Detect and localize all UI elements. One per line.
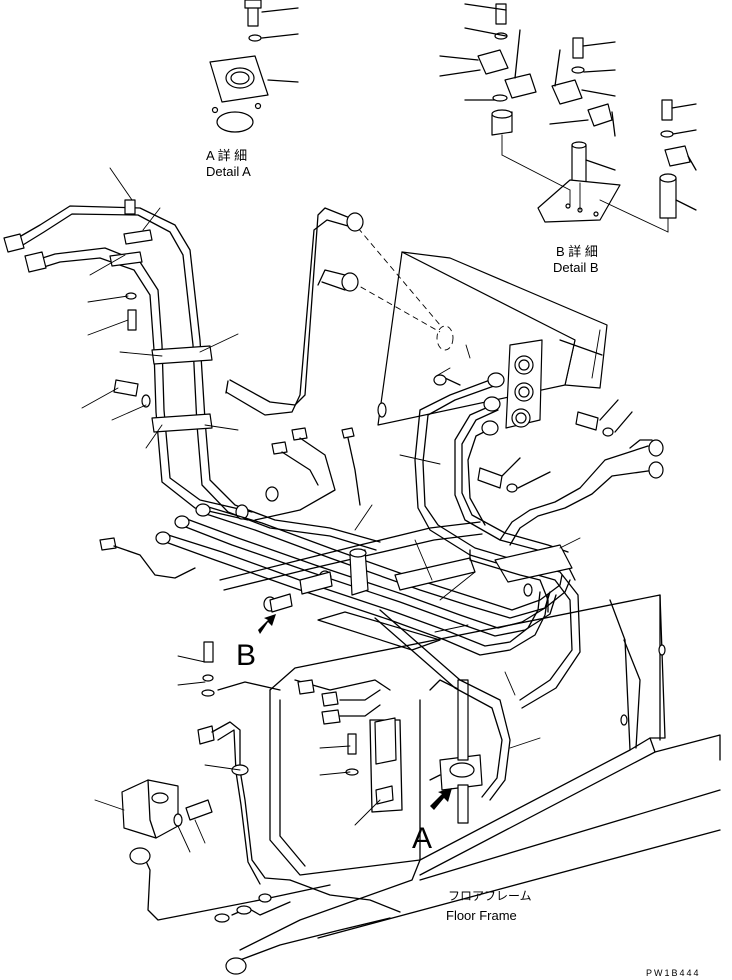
- detail-b-view: [439, 3, 697, 233]
- detail-a-label-en: Detail A: [206, 164, 251, 179]
- view-arrow-a-label: A: [412, 822, 432, 855]
- floor-frame-label-jp: フロアフレーム: [448, 889, 532, 903]
- bracket-middle: [345, 717, 397, 805]
- leader-lines: [81, 167, 601, 853]
- view-arrow-b-label: B: [236, 639, 256, 672]
- lower-left-parts: [121, 641, 401, 975]
- control-box: [351, 227, 608, 429]
- main-pipe-bundle: [155, 503, 571, 656]
- detail-a-view: [209, 0, 299, 133]
- right-pipes: [414, 372, 581, 709]
- detail-a-label-jp: A 詳 細: [206, 148, 247, 163]
- view-arrow-b: [258, 614, 276, 634]
- upper-pipes: [225, 207, 364, 416]
- detail-b-label-en: Detail B: [553, 260, 599, 275]
- middle-connectors: [99, 427, 361, 579]
- right-hardware: [477, 399, 664, 546]
- drawing-code: PW1B444: [646, 968, 701, 978]
- floor-frame-label-en: Floor Frame: [446, 908, 517, 923]
- lower-right-harness: [374, 609, 511, 801]
- floor-frame: [239, 594, 721, 951]
- left-harness: [3, 199, 381, 551]
- mount-a: [429, 679, 483, 824]
- view-arrow-a: [430, 788, 452, 810]
- detail-b-label-jp: B 詳 細: [556, 244, 598, 259]
